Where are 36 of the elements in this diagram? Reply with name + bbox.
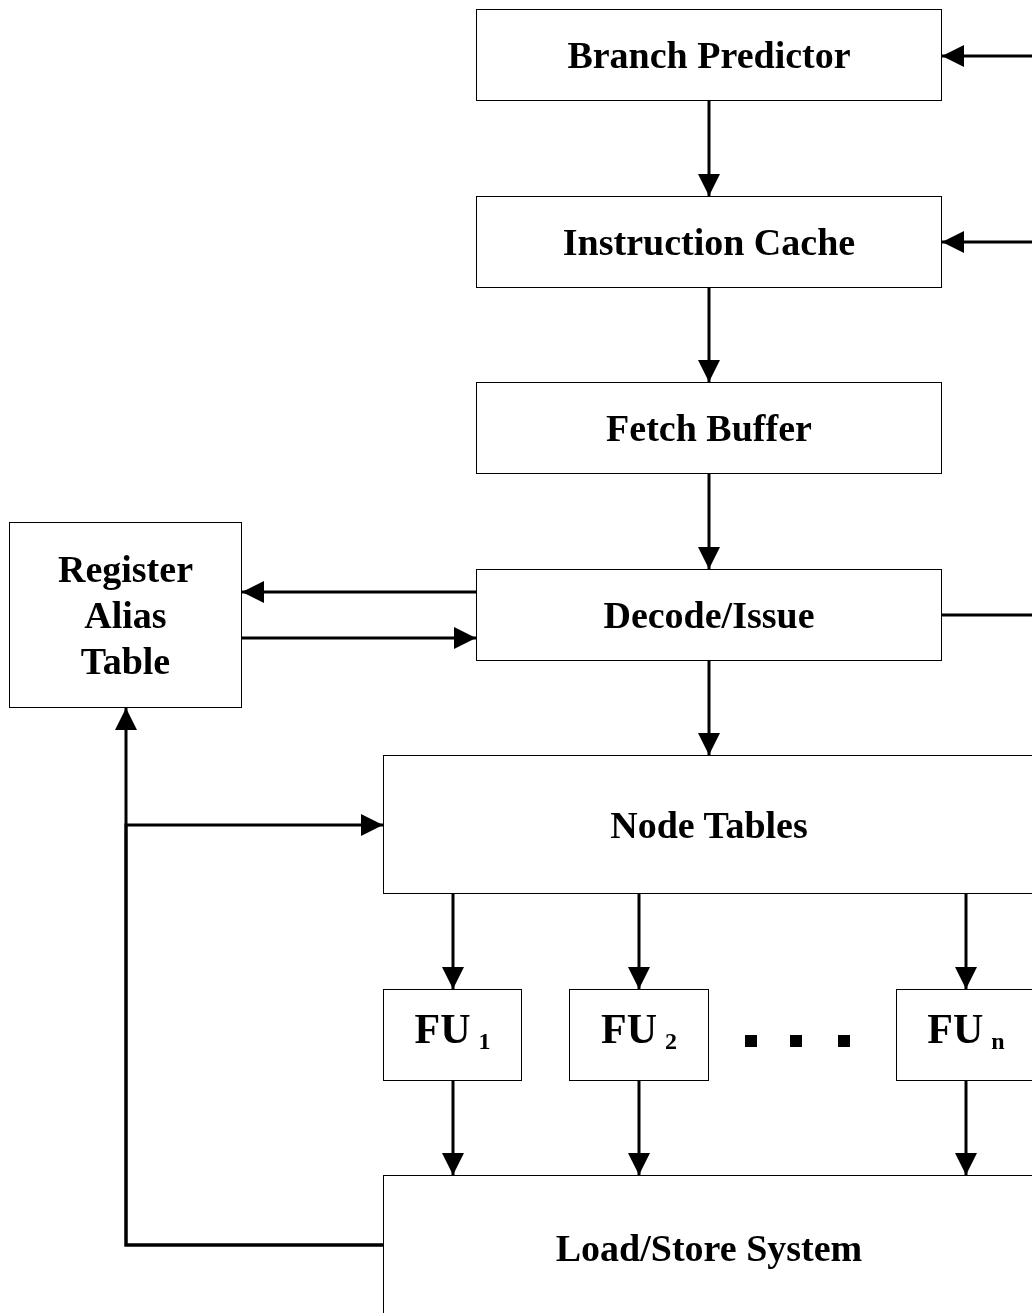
arrow: [698, 661, 720, 755]
box-label: Node Tables: [610, 802, 808, 848]
box-label: Load/Store System: [555, 1225, 863, 1271]
arrow: [955, 1081, 977, 1175]
arrow: [698, 474, 720, 569]
arrow: [442, 1081, 464, 1175]
process-box: [569, 989, 709, 1081]
arrow: [124, 814, 383, 1247]
arrow: [628, 894, 650, 989]
box-label: FU$_{1}$: [414, 1006, 491, 1056]
arrow: [698, 288, 720, 382]
arrow: [442, 894, 464, 989]
process-box: [476, 196, 942, 288]
box-label: Fetch Buffer: [606, 406, 812, 451]
arrow: [942, 231, 1032, 253]
arrow: [628, 1081, 650, 1175]
process-box: [383, 989, 522, 1081]
process-box: [383, 1175, 1032, 1313]
arrow: [942, 45, 1032, 67]
process-box: [476, 569, 942, 661]
box-label: Branch Predictor: [567, 33, 851, 78]
process-box: [476, 9, 942, 101]
arrow: [955, 894, 977, 989]
box-label: FU$_{n}$: [927, 1006, 1005, 1056]
process-box: [476, 382, 942, 474]
box-label: FU$_{2}$: [601, 1006, 677, 1056]
box-label: Instruction Cache: [562, 220, 856, 265]
process-box: [9, 522, 242, 708]
process-box: [896, 989, 1032, 1081]
process-box: [383, 755, 1032, 894]
connector-line: [942, 613, 1032, 617]
arrow: [242, 627, 476, 649]
arrow: [242, 581, 476, 603]
box-label: Register Alias Table: [56, 547, 194, 684]
arrow: [698, 101, 720, 196]
box-label: Decode/Issue: [603, 593, 815, 638]
